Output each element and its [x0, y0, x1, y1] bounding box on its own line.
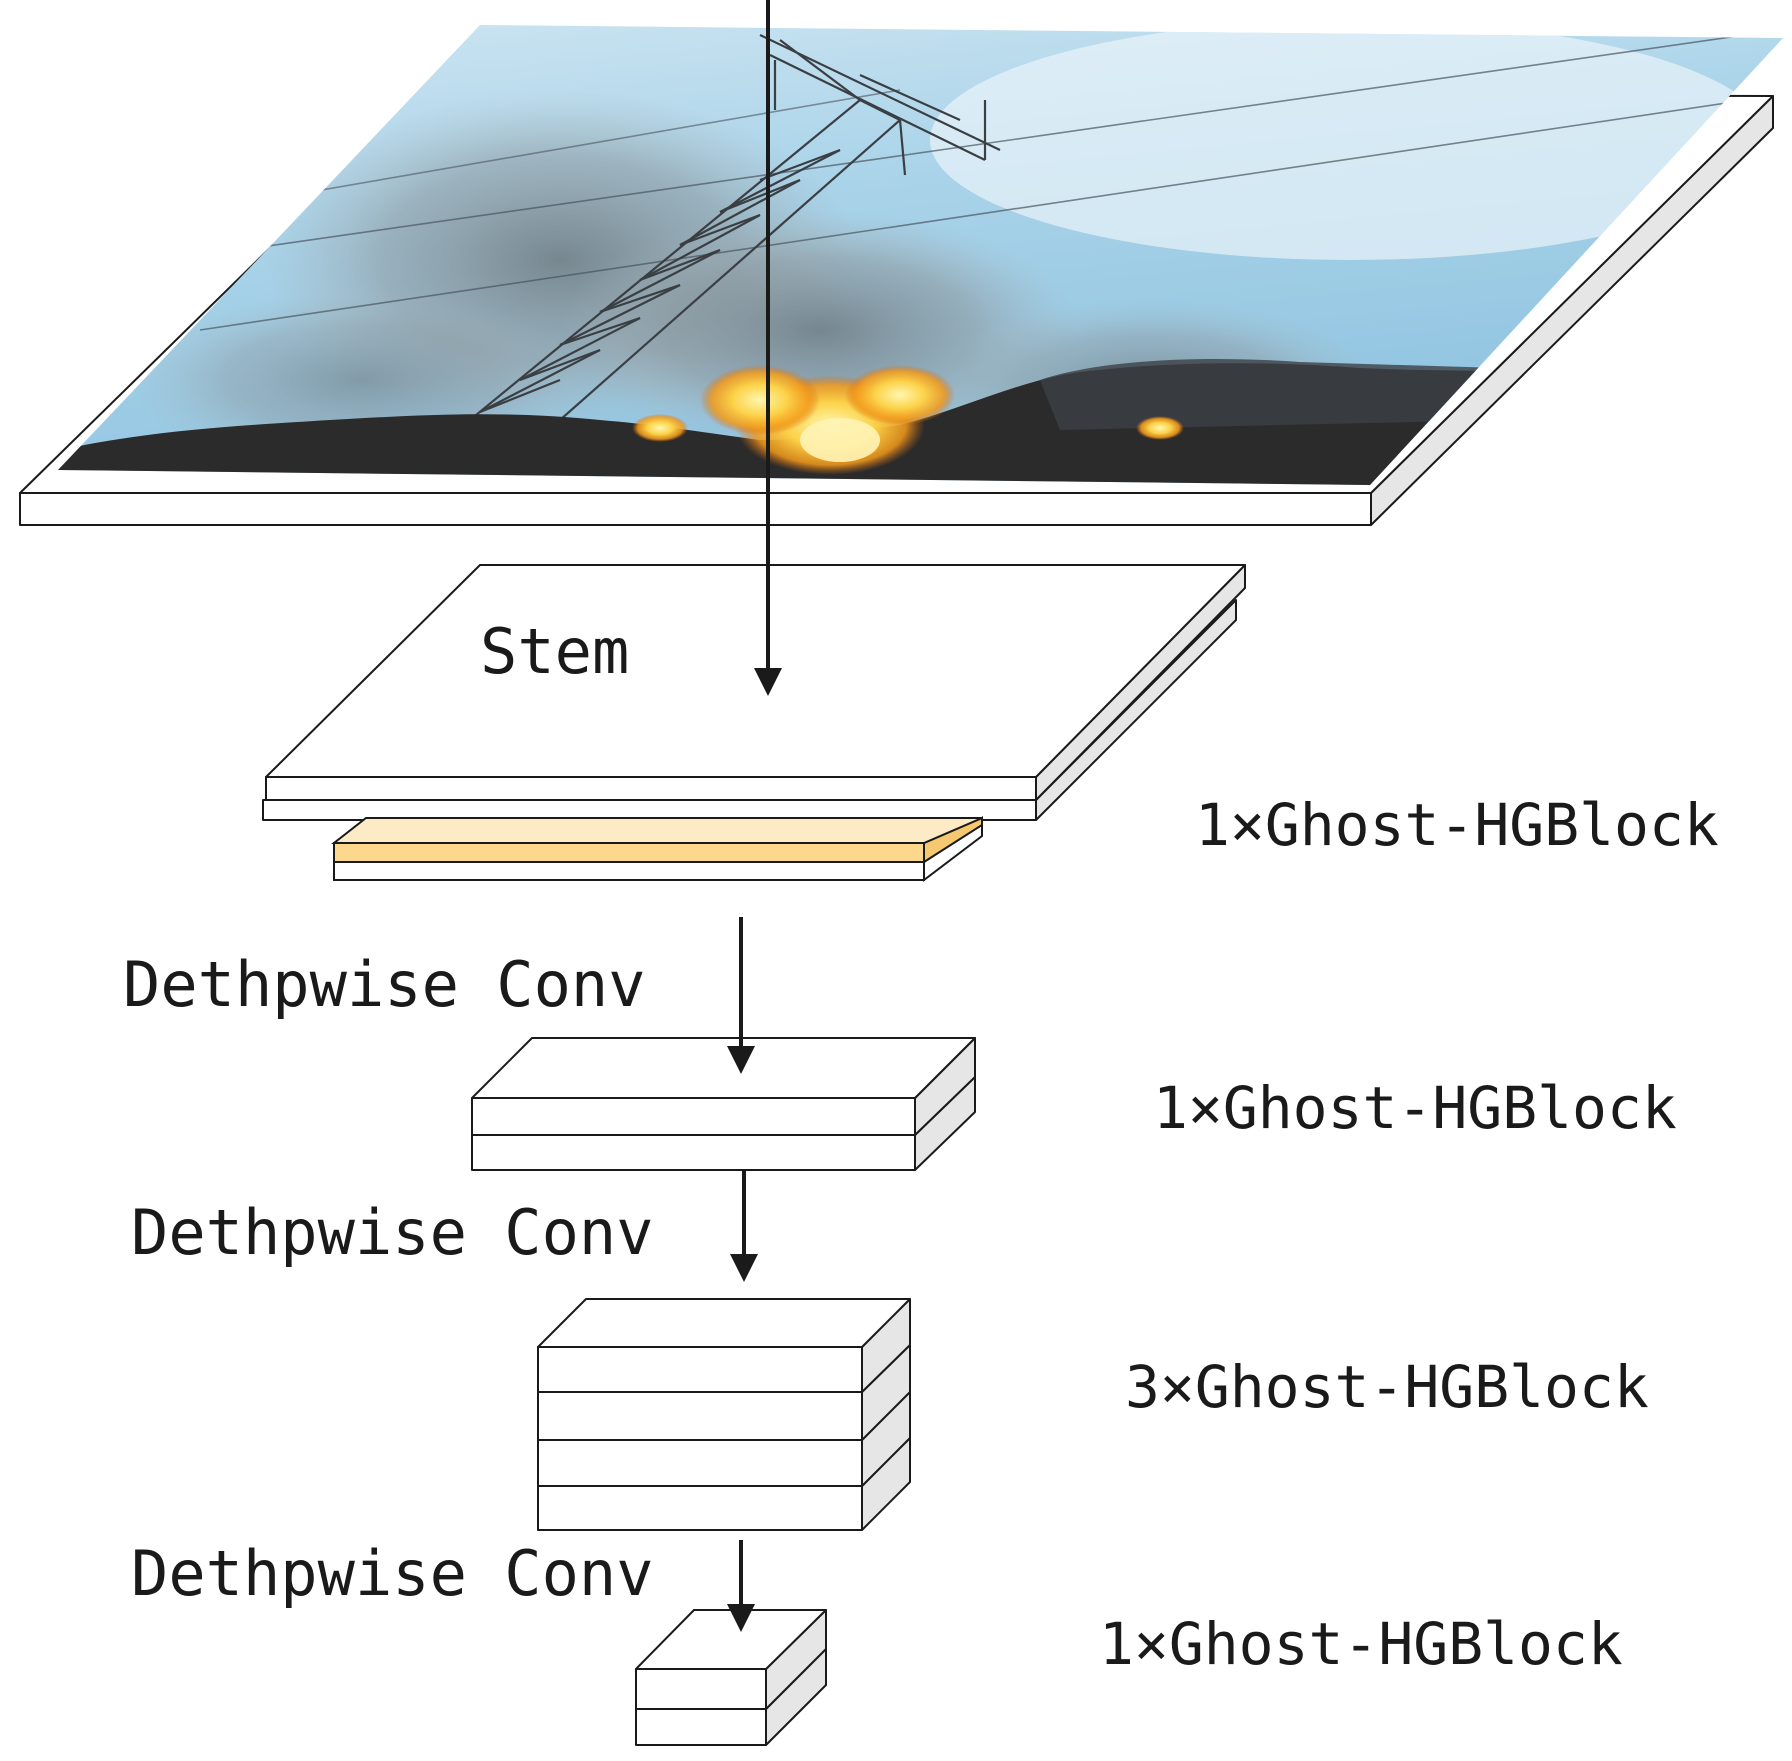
- stage-4-block: [635, 1609, 827, 1746]
- stage-2-block: [471, 1037, 976, 1171]
- arrow-down-icon: [754, 0, 782, 696]
- input-plate-front-face: [19, 492, 1372, 526]
- stem-upper-board-front: [265, 776, 1037, 801]
- ghost-hgblock-stage-2-label: 1×Ghost-HGBlock: [1153, 1074, 1677, 1142]
- ghost-hgblock-stage-1-label: 1×Ghost-HGBlock: [1195, 791, 1719, 859]
- arrow-down-icon: [727, 1540, 755, 1632]
- input-image-plate: [19, 25, 1783, 526]
- transmission-tower-fire-photo: [58, 25, 1783, 485]
- stage-3-block: [537, 1298, 911, 1531]
- arrow-down-icon: [727, 917, 755, 1074]
- depthwise-conv-label-3: Dethpwise Conv: [131, 1537, 654, 1610]
- depthwise-conv-label-2: Dethpwise Conv: [131, 1196, 654, 1269]
- arrow-down-icon: [730, 1170, 758, 1282]
- stem-feature-front: [333, 842, 925, 863]
- stem-lower-board-side: [1035, 599, 1237, 821]
- ghost-hgblock-stage-3-label: 3×Ghost-HGBlock: [1125, 1353, 1649, 1421]
- stem-block: [262, 564, 1246, 821]
- stem-feature-top: [331, 817, 983, 844]
- ghost-hgblock-stage-4-label: 1×Ghost-HGBlock: [1099, 1610, 1623, 1678]
- depthwise-conv-label-1: Dethpwise Conv: [123, 948, 646, 1021]
- stem-feature-plate: [331, 815, 983, 883]
- stem-label: Stem: [480, 615, 629, 688]
